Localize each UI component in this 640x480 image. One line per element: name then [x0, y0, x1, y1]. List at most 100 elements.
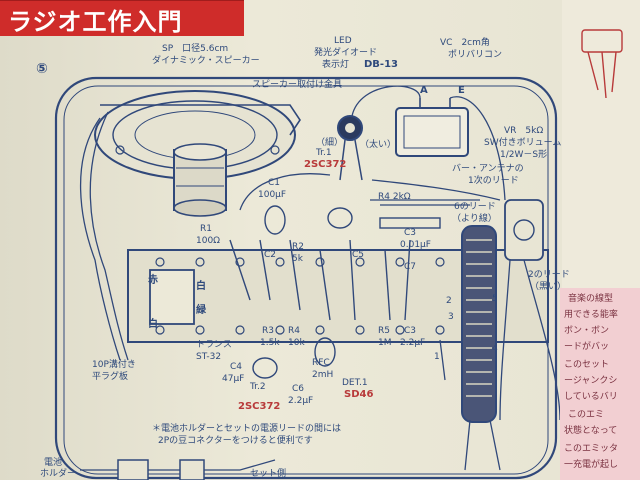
- side-text-panel: 音楽の線型 用できる能率 ボン・ボン ードがバッ このセット ージャンクシ して…: [560, 288, 640, 480]
- side-text-line: このエミッタ: [564, 444, 619, 454]
- rfc-value: 2mH: [312, 370, 334, 380]
- title-banner: ラジオ工作入門: [0, 0, 244, 36]
- lead6-label-1: 6のリード: [454, 202, 496, 212]
- r2-label: R2: [292, 242, 304, 252]
- lead2-label-2: （黒い）: [530, 282, 567, 292]
- side-text-line: ードがバッ: [564, 342, 610, 352]
- pin-label: 5: [492, 294, 498, 304]
- speaker-lead: [79, 117, 121, 361]
- side-text-line: ボン・ボン: [564, 326, 610, 336]
- r1-label: R1: [200, 224, 212, 234]
- side-text-line: 状態となって: [564, 426, 618, 436]
- det-part: SD46: [344, 389, 374, 400]
- lead2-label-1: 2のリード: [528, 270, 570, 280]
- speaker-mount-label: スピーカー取付け金具: [252, 80, 343, 90]
- pin-label: 1: [434, 352, 440, 362]
- side-text-line: このセット: [564, 360, 610, 370]
- r2-value: 5k: [292, 254, 303, 264]
- c7-label: C7: [404, 262, 417, 272]
- r3-value: 1.5k: [260, 338, 280, 348]
- case-outline: [54, 76, 558, 480]
- r4b-value: 10k: [288, 338, 305, 348]
- speaker-icon: [94, 90, 296, 217]
- c3-value: 0.01μF: [400, 240, 431, 250]
- bar-antenna-label-2: 1次のリード: [468, 176, 519, 186]
- r3-label: R3: [262, 326, 274, 336]
- tr1-label: Tr.1: [316, 148, 332, 158]
- board-label-2: 平ラグ板: [92, 372, 129, 382]
- bottom-note-1: ＊電池ホルダーとセットの電源リードの間には: [152, 424, 342, 434]
- set-side-label: セット側: [250, 469, 287, 479]
- c6-label: C6: [292, 384, 305, 394]
- speaker-lead: [89, 111, 129, 361]
- vr-label-2: SW付きボリューム: [484, 138, 562, 148]
- volume-control-icon: [504, 199, 544, 261]
- r5-label: R5: [378, 326, 390, 336]
- pin-label: 3: [448, 312, 454, 322]
- c4-label: C4: [230, 362, 243, 372]
- led-part: DB-13: [364, 59, 398, 70]
- led-icon: [337, 115, 363, 181]
- tr2-part: 2SC372: [238, 401, 281, 412]
- vc-terminal-a: A: [420, 85, 428, 96]
- r1-value: 100Ω: [196, 236, 221, 246]
- speaker-mount-bracket: [100, 104, 301, 136]
- c4-value: 47μF: [222, 374, 245, 384]
- side-text-line: ージャンクシ: [564, 376, 618, 386]
- white-mark-1: 白: [196, 281, 206, 292]
- c3b-value: 2.2μF: [400, 338, 426, 348]
- thin-wire-label: （細）: [316, 138, 344, 148]
- side-transistor-icon: [581, 29, 623, 99]
- figure-number: ⑤: [36, 61, 48, 77]
- tuning-capacitor-icon: [395, 98, 469, 157]
- red-mark: 赤: [148, 275, 158, 286]
- speaker-label-2: ダイナミック・スピーカー: [152, 56, 260, 66]
- battery-holder-label-1: 電池: [44, 458, 63, 468]
- side-text-line: しているバリ: [564, 392, 618, 402]
- page-title: ラジオ工作入門: [8, 8, 183, 36]
- det-label: DET.1: [342, 378, 368, 388]
- rfc-label: RFC: [312, 358, 330, 368]
- side-text-line: 用できる能率: [564, 310, 618, 320]
- mount-screw: [270, 145, 280, 155]
- vr-label-3: 1/2W－S形: [500, 150, 548, 160]
- c3-label: C3: [404, 228, 417, 238]
- side-text-line: このエミ: [568, 410, 605, 420]
- right-margin: [562, 0, 640, 288]
- led-label-1: LED: [334, 36, 352, 46]
- side-text-line: 一充電が起し: [564, 460, 619, 470]
- vc-label-2: ポリバリコン: [448, 50, 503, 60]
- components: [229, 205, 441, 379]
- battery-holder-label-2: ホルダー: [40, 469, 77, 479]
- c1-value: 100μF: [258, 190, 287, 200]
- pin-label: 4: [492, 344, 498, 354]
- vr-label-1: VR 5kΩ: [504, 126, 544, 136]
- green-mark: 緑: [196, 305, 206, 316]
- c6-value: 2.2μF: [288, 396, 314, 406]
- r4-label: R4 2kΩ: [378, 192, 411, 202]
- battery-holder-icon: [80, 459, 276, 480]
- c2-label: C2: [264, 250, 277, 260]
- vc-terminal-e: E: [458, 85, 465, 96]
- vc-label-1: VC 2cm角: [440, 38, 490, 48]
- lead6-label-2: （より線）: [452, 214, 497, 224]
- transformer-icon: [149, 269, 195, 325]
- bottom-note-2: 2Pの豆コネクターをつけると便利です: [158, 436, 313, 446]
- led-label-2: 発光ダイオード: [314, 48, 378, 58]
- trans-part: ST-32: [196, 352, 222, 362]
- white-mark-2: 白: [148, 319, 158, 330]
- r5-value: 1M: [378, 338, 392, 348]
- bar-antenna-label-1: バー・アンテナの: [452, 164, 524, 174]
- tr1-part: 2SC372: [304, 159, 347, 170]
- mount-screw: [115, 145, 125, 155]
- wiring: [239, 85, 561, 471]
- tr2-label: Tr.2: [250, 382, 266, 392]
- pin-label: 2: [446, 296, 452, 306]
- board-label-1: 10P溝付き: [92, 360, 136, 370]
- c5-label: C5: [352, 250, 365, 260]
- bar-antenna-icon: [461, 225, 497, 423]
- thick-wire-label: （太い）: [360, 140, 397, 150]
- r4b-label: R4: [288, 326, 300, 336]
